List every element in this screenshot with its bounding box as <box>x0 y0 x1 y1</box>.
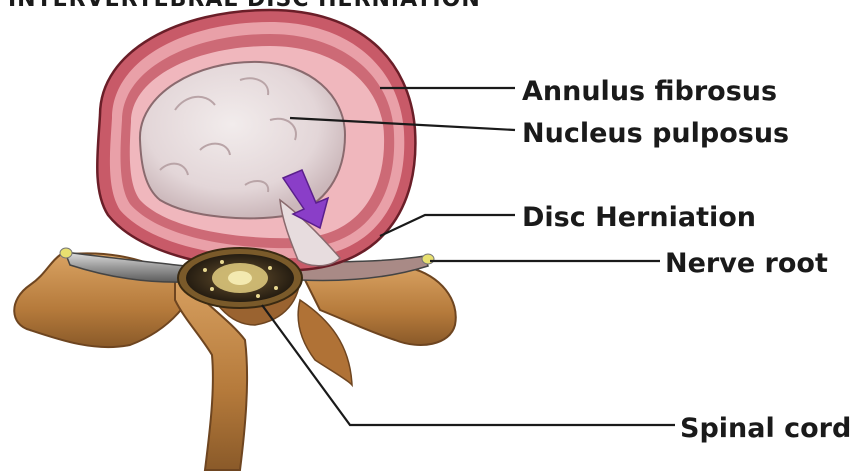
label-annulus-fibrosus: Annulus fibrosus <box>522 76 777 107</box>
label-nucleus-pulposus: Nucleus pulposus <box>522 118 789 149</box>
label-spinal-cord: Spinal cord <box>680 413 851 444</box>
label-disc-herniation: Disc Herniation <box>522 202 756 233</box>
label-nerve-root: Nerve root <box>665 248 828 279</box>
spinal-cord <box>178 248 302 308</box>
leader-herniation <box>380 215 515 236</box>
